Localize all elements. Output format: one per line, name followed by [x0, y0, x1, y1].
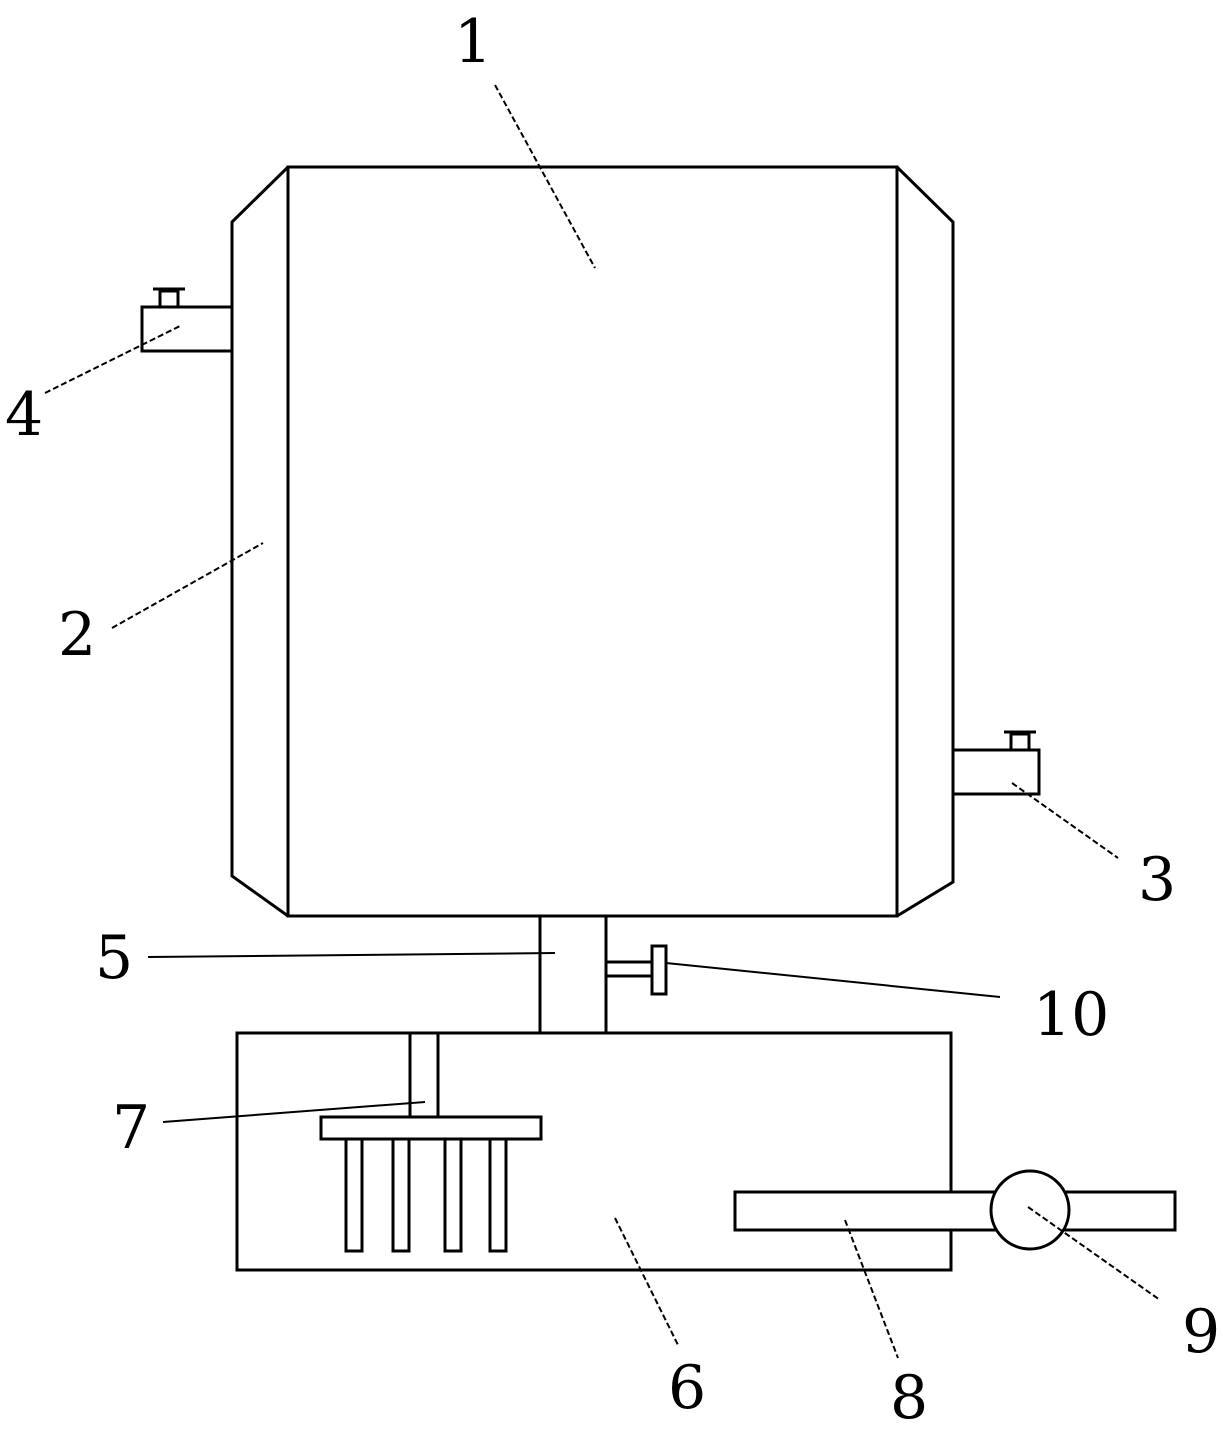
stirrer-tine-4	[488, 1137, 508, 1253]
right-nozzle-valve-stem	[1009, 732, 1031, 752]
stirrer-plate	[319, 1115, 543, 1141]
stirrer-tine-1	[344, 1137, 364, 1253]
callout-5: 5	[95, 923, 133, 993]
stirrer-tine-2	[391, 1137, 411, 1253]
leader-10	[665, 962, 1001, 998]
leader-6	[614, 1217, 679, 1346]
stirrer-shaft	[408, 1031, 440, 1120]
leader-1	[494, 84, 596, 269]
leader-2	[111, 542, 264, 629]
callout-10: 10	[1033, 980, 1109, 1050]
callout-9: 9	[1182, 1297, 1220, 1367]
callout-6: 6	[668, 1353, 706, 1423]
pipe-side-valve	[604, 944, 668, 996]
outlet-valve	[989, 1169, 1071, 1251]
connecting-pipe	[538, 914, 608, 1035]
leader-7	[162, 1101, 426, 1123]
callout-4: 4	[5, 380, 43, 450]
leader-4	[44, 325, 181, 394]
stirrer-tine-3	[443, 1137, 463, 1253]
left-nozzle-valve-stem	[158, 289, 180, 309]
tank-body	[286, 165, 899, 918]
outlet-pipe	[733, 1190, 1177, 1232]
leader-8	[844, 1219, 899, 1359]
callout-8: 8	[890, 1363, 928, 1431]
callout-1: 1	[454, 7, 492, 77]
callout-3: 3	[1138, 845, 1176, 915]
leader-5	[147, 952, 556, 958]
lower-tank	[235, 1031, 953, 1272]
stirrer-assembly	[319, 1031, 543, 1253]
leader-3	[1011, 782, 1119, 859]
callout-2: 2	[58, 600, 96, 670]
left-inlet-nozzle	[140, 287, 234, 353]
right-outlet-nozzle	[951, 730, 1041, 796]
callout-7: 7	[112, 1093, 150, 1163]
